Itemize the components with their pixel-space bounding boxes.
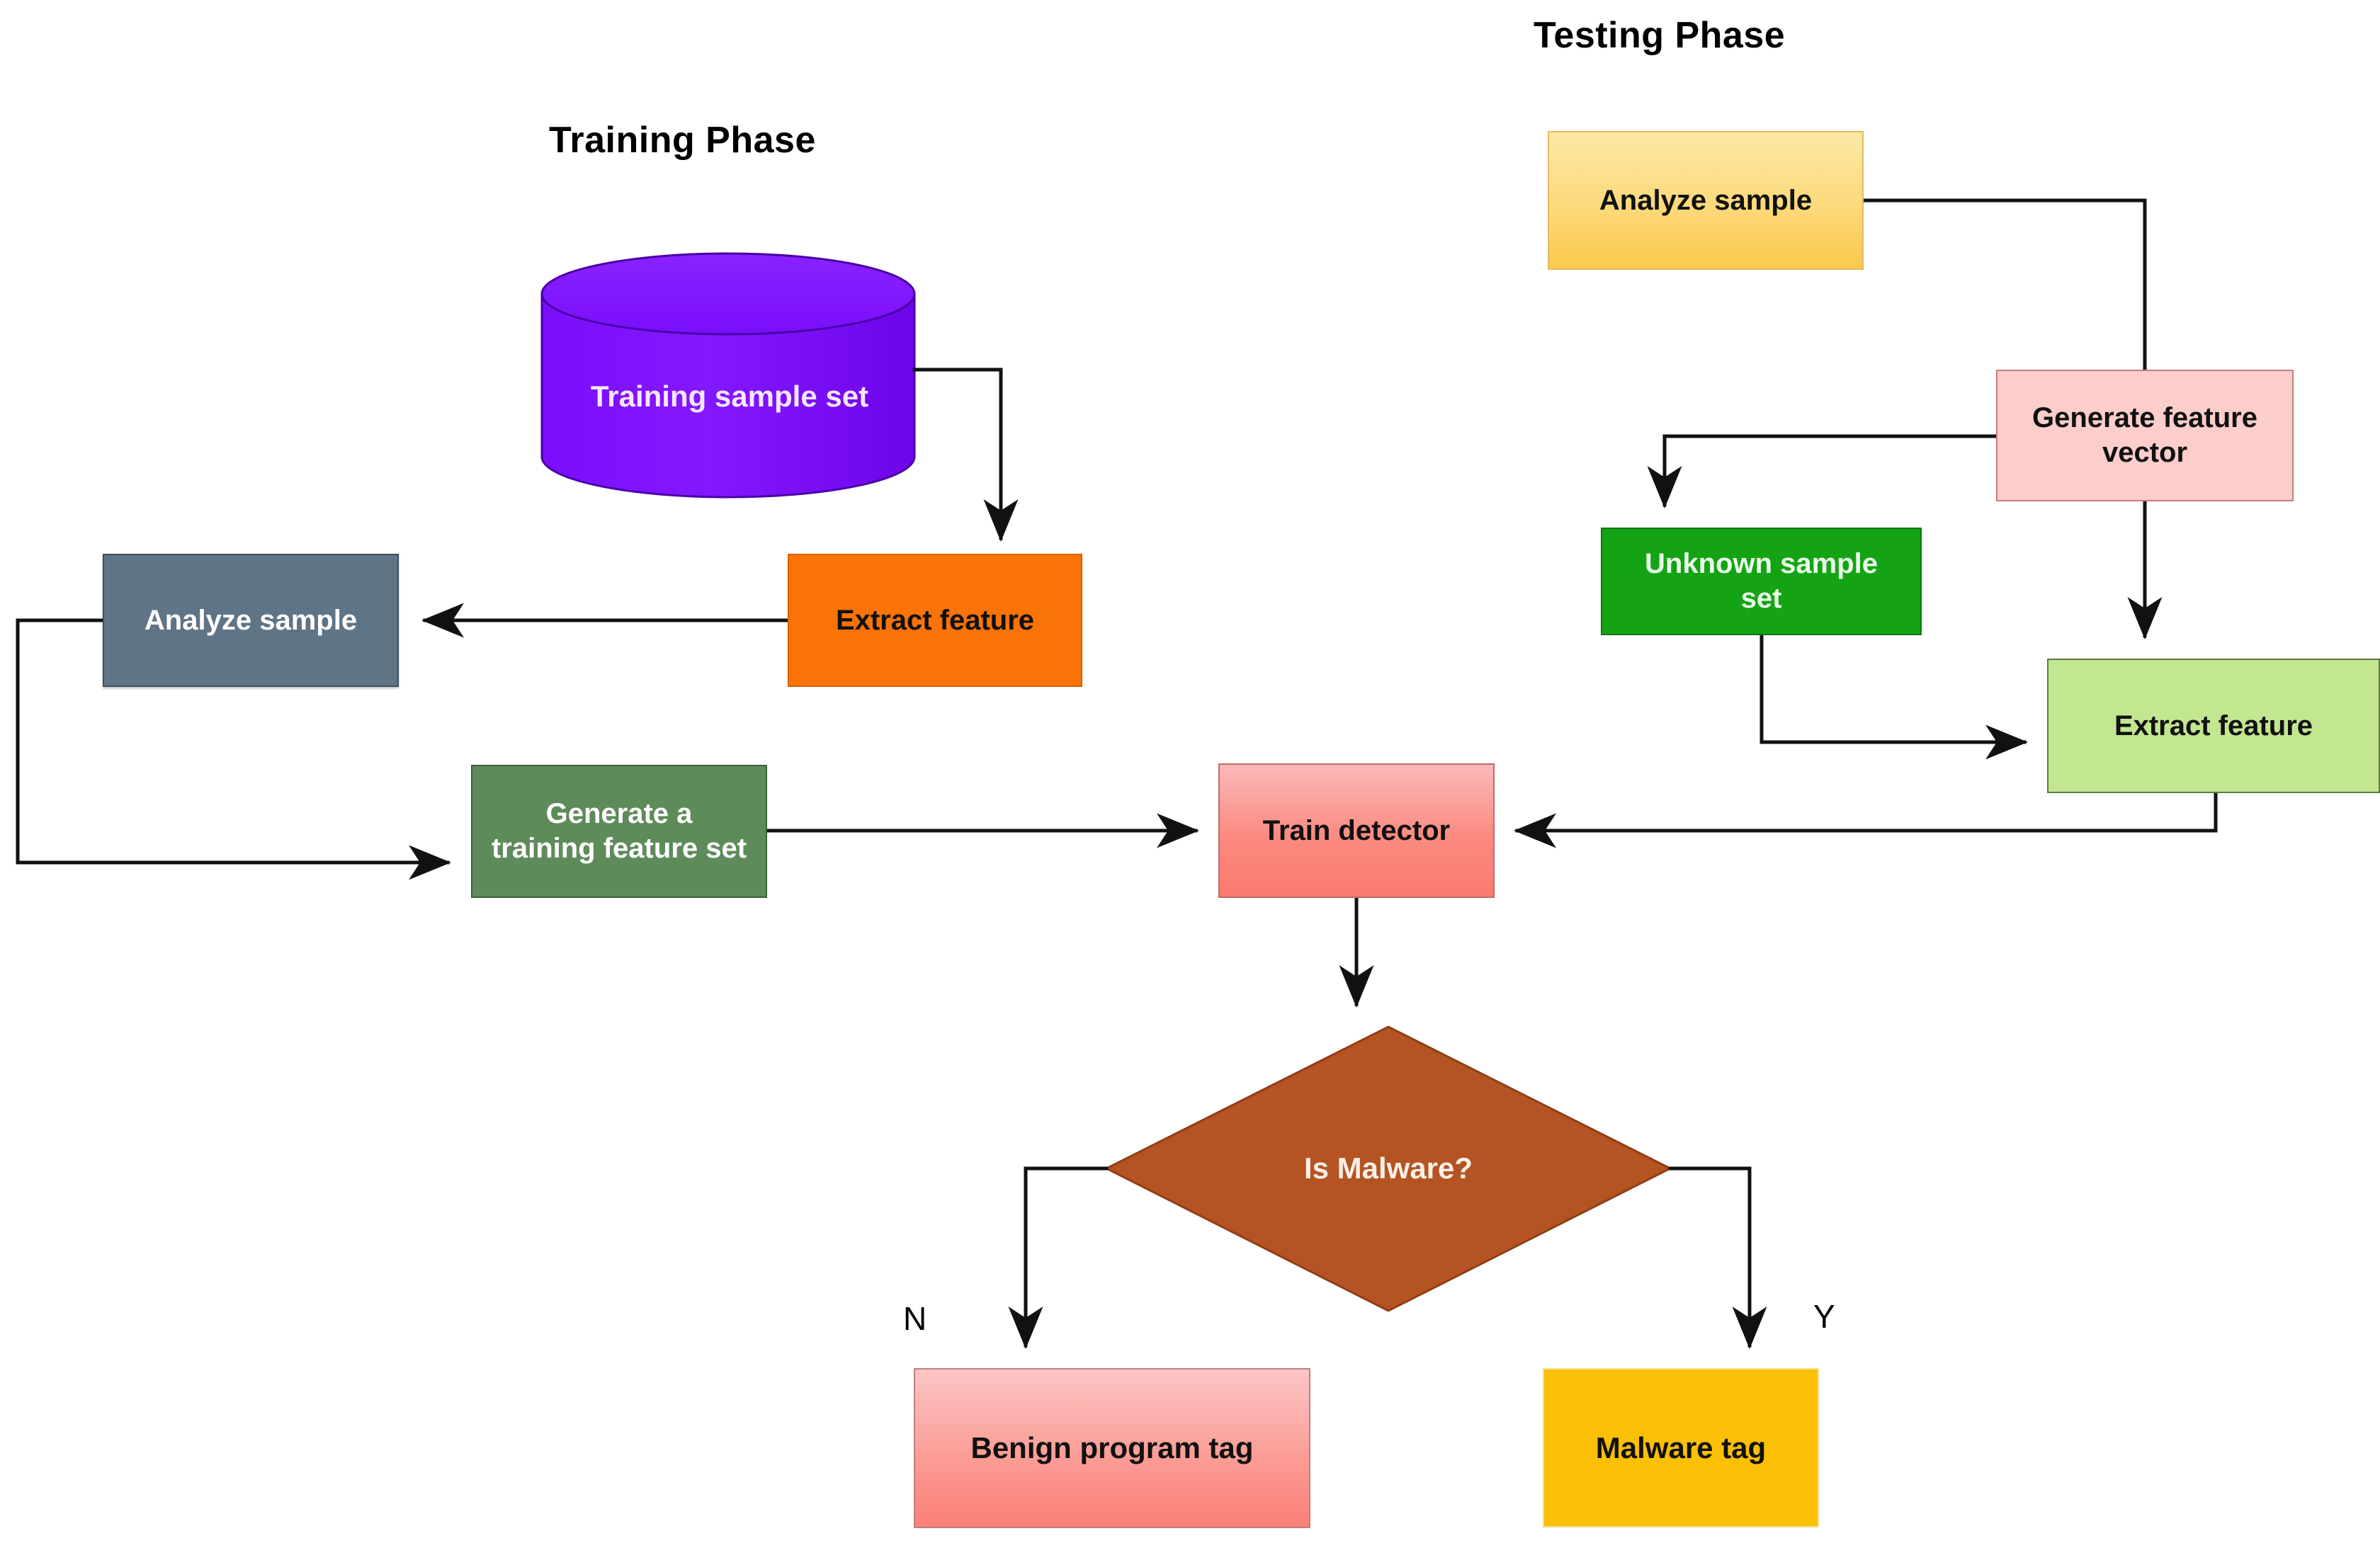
- training-sample-set-label: Training sample set: [590, 380, 869, 413]
- edge-ismalware-to-malware: [1668, 1166, 1767, 1349]
- node-label: Malware tag: [1595, 1430, 1767, 1464]
- node-label-line1: Generate feature: [2032, 402, 2257, 434]
- node-extract-feature-testing[interactable]: Extract feature: [2047, 659, 2380, 793]
- testing-phase-title: Testing Phase: [1534, 15, 1786, 56]
- node-unknown-sample-set[interactable]: Unknown sample set: [1601, 528, 1922, 635]
- edge-label-no: N: [903, 1300, 927, 1337]
- node-label-multiline: Unknown sample set: [1645, 547, 1878, 616]
- node-generate-feature-vector[interactable]: Generate feature vector: [1996, 370, 2294, 501]
- node-label-line2: training feature set: [491, 833, 747, 864]
- edge-analyzesampletest-to-generatefeaturevector: [1862, 198, 2147, 372]
- training-phase-title: Training Phase: [549, 120, 816, 161]
- node-analyze-sample-training[interactable]: Analyze sample: [103, 554, 399, 687]
- node-label-line1: Generate a: [545, 798, 693, 830]
- edge-unknownsampleset-to-extractfeaturetest: [1760, 633, 2028, 760]
- node-label-line1: Unknown sample: [1645, 548, 1878, 580]
- node-analyze-sample-testing[interactable]: Analyze sample: [1548, 131, 1864, 270]
- edge-generatefeaturevector-to-unknownsampleset: [1647, 434, 1998, 508]
- node-label-line2: vector: [2102, 437, 2188, 468]
- node-train-detector[interactable]: Train detector: [1218, 763, 1495, 898]
- node-label: Analyze sample: [1599, 184, 1813, 216]
- node-label: Benign program tag: [970, 1431, 1254, 1465]
- edge-trainingset-to-extractfeature: [912, 368, 1019, 542]
- node-label-multiline: Generate feature vector: [2032, 401, 2257, 470]
- node-label: Extract feature: [2114, 710, 2313, 741]
- node-label-multiline: Generate a training feature set: [492, 797, 747, 866]
- node-malware-tag[interactable]: Malware tag: [1543, 1368, 1819, 1527]
- edge-label-yes: Y: [1813, 1298, 1835, 1335]
- edge-ismalware-to-benign: [1008, 1166, 1109, 1349]
- edge-analyzesample-to-generatetrainingset: [16, 618, 451, 880]
- node-label: Analyze sample: [144, 604, 358, 636]
- is-malware-shape[interactable]: [1104, 1025, 1673, 1312]
- node-label: Train detector: [1262, 814, 1451, 846]
- node-benign-program-tag[interactable]: Benign program tag: [914, 1368, 1310, 1528]
- node-generate-training-feature-set[interactable]: Generate a training feature set: [471, 765, 767, 898]
- node-label-line2: set: [1740, 583, 1782, 614]
- node-extract-feature-training[interactable]: Extract feature: [788, 554, 1082, 687]
- node-label: Extract feature: [835, 604, 1035, 636]
- training-sample-set-shape[interactable]: [540, 252, 916, 499]
- edge-extractfeaturetest-to-traindetector: [1514, 791, 2218, 848]
